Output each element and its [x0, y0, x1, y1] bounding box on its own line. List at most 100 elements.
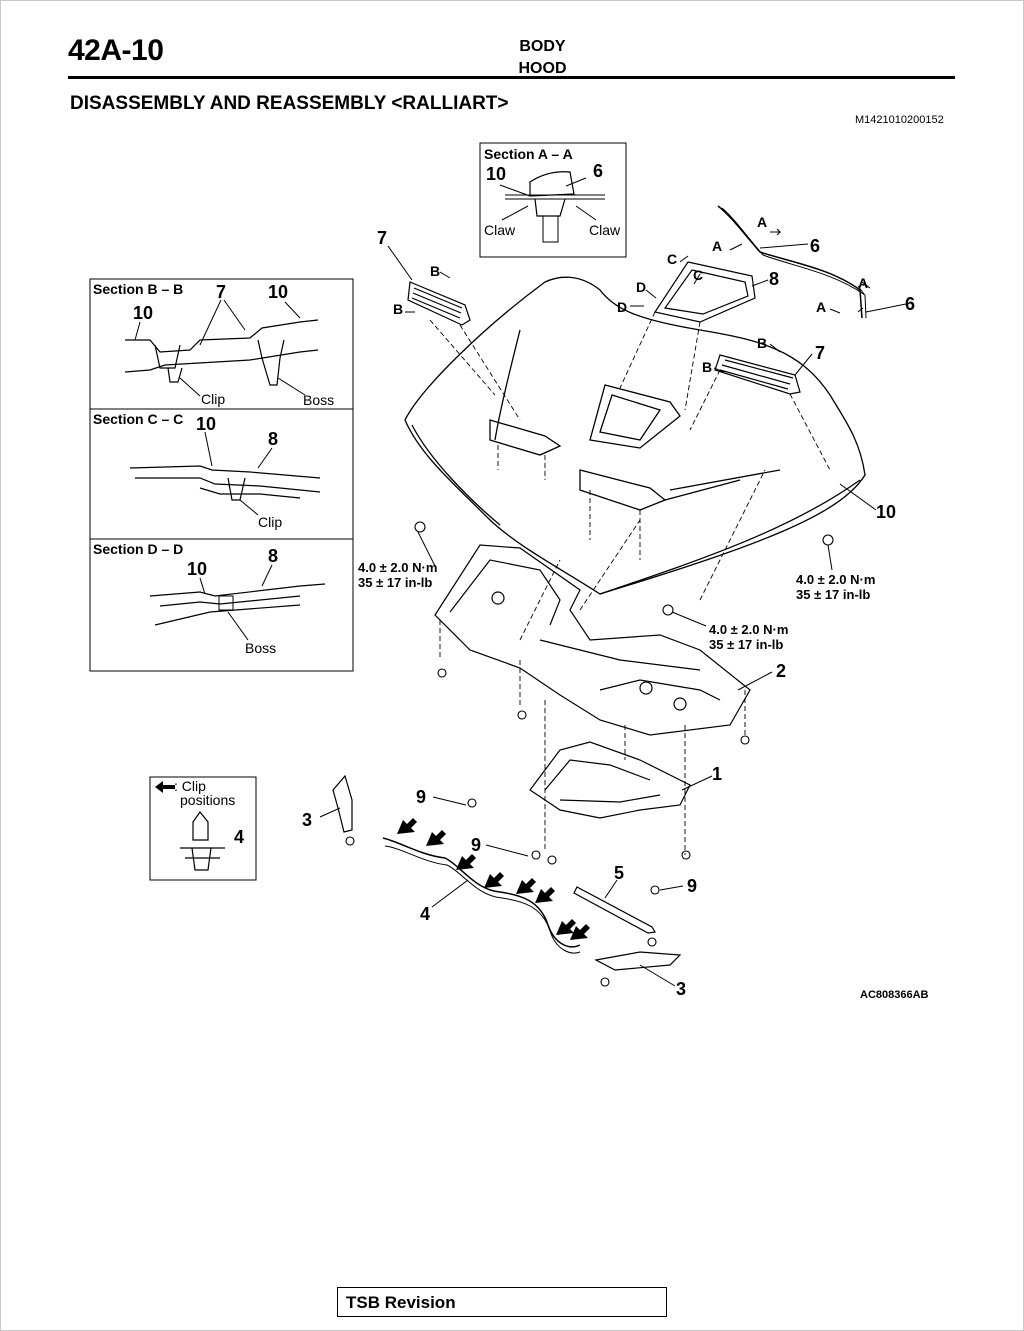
- section-dd-num-10: 10: [187, 559, 207, 579]
- section-aa-title: Section A – A: [484, 146, 573, 162]
- air-duct-left: [407, 281, 471, 326]
- section-markers: [405, 228, 871, 373]
- clip-arrow-icon: [535, 887, 555, 903]
- callout-7: 7: [377, 228, 387, 248]
- section-bb-num-7: 7: [216, 282, 226, 302]
- tsb-revision-box: TSB Revision: [337, 1287, 667, 1317]
- under-cover-large: [434, 544, 751, 736]
- marker-d: D: [636, 279, 646, 295]
- rail-inner: [384, 845, 581, 954]
- torque-spec-center-line2: 35 ± 17 in-lb: [709, 637, 783, 652]
- callout-leaders: [319, 243, 907, 987]
- marker-a: A: [858, 275, 868, 291]
- page-title: DISASSEMBLY AND REASSEMBLY <RALLIART>: [70, 93, 509, 114]
- section-bb-num-10a: 10: [268, 282, 288, 302]
- marker-a: A: [757, 214, 767, 230]
- dashed-leaders: [429, 311, 831, 855]
- callout-9: 9: [687, 876, 697, 896]
- under-cover-small: [529, 741, 691, 819]
- callout-9: 9: [471, 835, 481, 855]
- clip-arrow-icon: [426, 830, 446, 846]
- section-bb-boss: Boss: [303, 392, 334, 408]
- section-cc-inset: Section C – C 10 8 Clip: [89, 408, 354, 540]
- part-callouts: 7 6 6 8 7 10 2 1 9 3 9 5 9 4 3: [302, 228, 915, 999]
- section-cc-num-10: 10: [196, 414, 216, 434]
- clip-arrow-icon: [570, 924, 590, 940]
- clip-legend-box: : Clip positions 4: [149, 776, 257, 881]
- section-dd-num-8: 8: [268, 546, 278, 566]
- clip-arrow-icon: [397, 818, 417, 834]
- callout-1: 1: [712, 764, 722, 784]
- torque-spec-left-line2: 35 ± 17 in-lb: [358, 575, 432, 590]
- marker-b: B: [393, 301, 403, 317]
- section-dd-boss: Boss: [245, 640, 276, 656]
- callout-6: 6: [810, 236, 820, 256]
- section-bb-title: Section B – B: [93, 281, 183, 297]
- marker-c: C: [693, 267, 703, 283]
- arrow-left-icon: [155, 781, 175, 793]
- callout-9: 9: [416, 787, 426, 807]
- callout-10: 10: [876, 502, 896, 522]
- garnish-left: [332, 774, 353, 833]
- callout-5: 5: [614, 863, 624, 883]
- callout-8: 8: [769, 269, 779, 289]
- torque-specs: 4.0 ± 2.0 N·m 35 ± 17 in-lb 4.0 ± 2.0 N·…: [358, 560, 875, 652]
- marker-c: C: [667, 251, 677, 267]
- page-number: 42A-10: [68, 34, 164, 67]
- legend-clip-line2: positions: [180, 792, 235, 808]
- doc-id: M1421010200152: [855, 114, 944, 126]
- section-aa-num-6: 6: [593, 161, 603, 181]
- section-cc-clip: Clip: [258, 514, 282, 530]
- clip-arrow-icon: [556, 919, 576, 935]
- clip-arrow-icon: [484, 872, 504, 888]
- marker-d: D: [617, 299, 627, 315]
- marker-b: B: [702, 359, 712, 375]
- marker-a: A: [712, 238, 722, 254]
- section-cc-num-8: 8: [268, 429, 278, 449]
- tsb-revision-label: TSB Revision: [346, 1293, 456, 1312]
- callout-2: 2: [776, 661, 786, 681]
- header-subsection: HOOD: [518, 60, 567, 77]
- section-aa-inset: Section A – A 10 6 Claw Claw: [479, 142, 627, 258]
- callout-7: 7: [815, 343, 825, 363]
- section-bb-inset: Section B – B 7 10 10 Clip Boss: [89, 278, 354, 410]
- legend-num-4: 4: [234, 827, 244, 847]
- header-rule: [68, 76, 955, 79]
- fasteners: [345, 521, 834, 987]
- seal-strip: [573, 886, 656, 934]
- section-aa-claw-left: Claw: [484, 222, 516, 238]
- callout-6: 6: [905, 294, 915, 314]
- section-bb-clip: Clip: [201, 391, 225, 407]
- torque-spec-right-line1: 4.0 ± 2.0 N·m: [796, 572, 875, 587]
- air-duct-right: [714, 354, 801, 395]
- marker-a: A: [816, 299, 826, 315]
- torque-spec-right-line2: 35 ± 17 in-lb: [796, 587, 870, 602]
- callout-3: 3: [676, 979, 686, 999]
- clip-arrow-icon: [456, 854, 476, 870]
- hood-outline: [404, 276, 866, 595]
- figure-id: AC808366AB: [860, 989, 929, 1001]
- hood-scoop: [654, 261, 756, 323]
- weatherstrip-inner: [721, 207, 867, 319]
- header-section: BODY: [519, 38, 566, 55]
- garnish-lower: [594, 951, 682, 971]
- section-aa-claw-right: Claw: [589, 222, 621, 238]
- section-bb-num-10b: 10: [133, 303, 153, 323]
- marker-b: B: [430, 263, 440, 279]
- section-aa-num-10: 10: [486, 164, 506, 184]
- legend-clip-line1: : Clip: [174, 778, 206, 794]
- rail: [382, 837, 581, 948]
- section-marker-labels: A A A A B B B B C C D D: [393, 214, 868, 375]
- callout-4: 4: [420, 904, 430, 924]
- weatherstrip: [717, 205, 863, 319]
- callout-3: 3: [302, 810, 312, 830]
- section-dd-title: Section D – D: [93, 541, 183, 557]
- section-dd-inset: Section D – D 8 10 Boss: [89, 538, 354, 672]
- torque-spec-center-line1: 4.0 ± 2.0 N·m: [709, 622, 788, 637]
- torque-spec-left-line1: 4.0 ± 2.0 N·m: [358, 560, 437, 575]
- clip-arrow-icon: [516, 878, 536, 894]
- section-cc-title: Section C – C: [93, 411, 183, 427]
- marker-b: B: [757, 335, 767, 351]
- clip-position-arrows: [397, 818, 590, 940]
